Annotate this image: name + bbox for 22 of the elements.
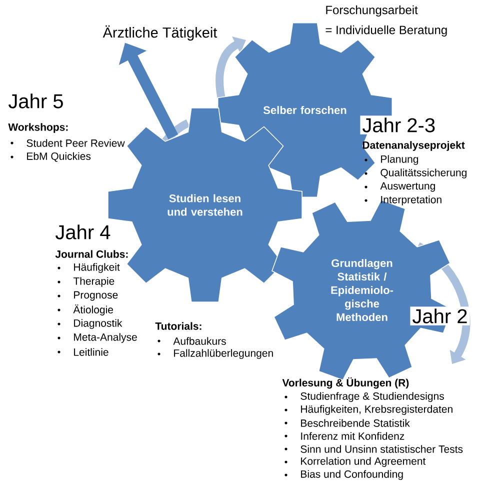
list-heading: Workshops: (8, 123, 68, 133)
list-item: Ätiologie (58, 304, 113, 316)
list-item: Bias und Confounding (284, 470, 403, 480)
year-heading: Jahr 2-3 (360, 116, 438, 134)
year-heading: Jahr 2 (410, 306, 470, 326)
list-item: Leitlinie (58, 348, 108, 356)
list-item: Aufbaukurs (158, 337, 226, 345)
list-item: Meta-Analyse (58, 333, 137, 343)
list-item: Fallzahlüberlegungen (158, 349, 273, 359)
list-item: EbM Quickies (10, 152, 91, 162)
note-text: Forschungsarbeit (326, 5, 418, 17)
year-heading: Jahr 4 (56, 224, 110, 240)
year-heading: Jahr 5 (8, 94, 63, 108)
list-heading: Tutorials: (155, 322, 202, 330)
list-item: Sinn und Unsinn statistischer Tests (284, 445, 463, 453)
list-item: Korrelation und Agreement (284, 457, 426, 467)
list-item: Studienfrage & Studiendesigns (284, 392, 444, 402)
list-item: Inferenz mit Konfidenz (284, 432, 404, 440)
goal-text: Ärztliche Tätigkeit (102, 25, 218, 41)
list-item: Beschreibende Statistik (284, 419, 410, 427)
list-item: Diagnostik (58, 319, 122, 329)
list-item: Häufigkeiten, Krebsregisterdaten (284, 405, 452, 415)
